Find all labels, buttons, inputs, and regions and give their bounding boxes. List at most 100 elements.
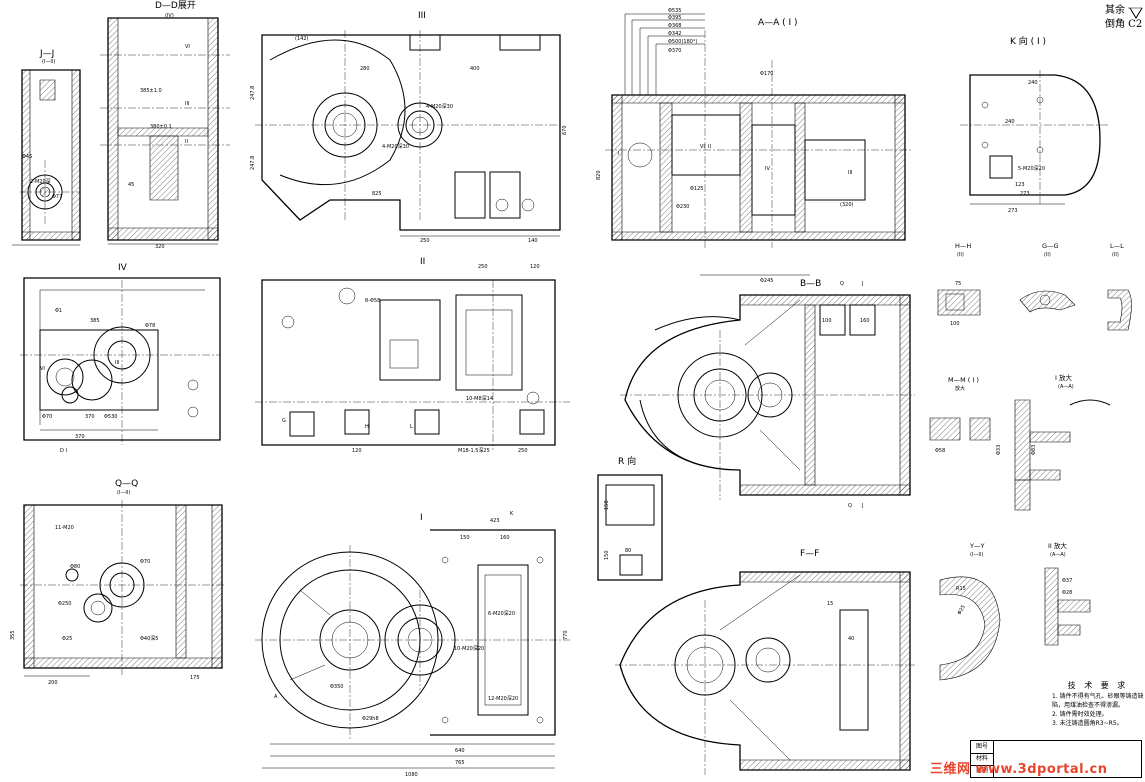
title-row: 比例 bbox=[971, 765, 994, 777]
svg-text:Φ37: Φ37 bbox=[1062, 578, 1072, 584]
svg-text:160: 160 bbox=[500, 535, 510, 541]
svg-text:III: III bbox=[185, 101, 189, 107]
svg-text:IV: IV bbox=[765, 166, 770, 172]
svg-text:160: 160 bbox=[860, 318, 870, 324]
view-title: A—A ( I ) bbox=[758, 18, 798, 28]
svg-text:(320): (320) bbox=[840, 202, 853, 208]
svg-text:Φ80: Φ80 bbox=[70, 564, 80, 570]
svg-text:825: 825 bbox=[372, 191, 382, 197]
svg-text:(II): (II) bbox=[1112, 252, 1119, 258]
svg-text:250: 250 bbox=[420, 238, 430, 244]
svg-text:Φ350: Φ350 bbox=[330, 684, 343, 690]
svg-text:Φ83: Φ83 bbox=[1031, 445, 1037, 455]
svg-text:L—L: L—L bbox=[1110, 242, 1124, 250]
svg-text:4-M20深30: 4-M20深30 bbox=[382, 143, 409, 150]
tech-title: 技 术 要 求 bbox=[1067, 681, 1129, 690]
svg-text:II: II bbox=[708, 144, 711, 150]
svg-text:A: A bbox=[274, 694, 278, 700]
svg-text:200: 200 bbox=[48, 680, 58, 686]
view-r: R 向 150 80 150 bbox=[597, 455, 663, 581]
tech-item: 1. 铸件不得有气孔、砂眼等铸造缺陷，用煤油检查不得渗漏。 bbox=[1052, 693, 1144, 709]
svg-text:80: 80 bbox=[625, 548, 631, 554]
svg-text:Φ125: Φ125 bbox=[690, 186, 703, 192]
view-ii: II 8-Φ58 250 120 10-M8深14 M18-1.5深25 120… bbox=[255, 257, 570, 454]
svg-text:385±1.0: 385±1.0 bbox=[140, 88, 162, 94]
svg-text:150: 150 bbox=[604, 500, 610, 510]
view-k: K 向 ( I ) 240 240 273 5-M20深20 123 273 bbox=[960, 35, 1110, 214]
watermark: 三维网 www.3dportal.cn bbox=[930, 762, 1108, 777]
svg-text:100: 100 bbox=[950, 321, 960, 327]
svg-text:放大: 放大 bbox=[955, 385, 965, 392]
svg-text:75: 75 bbox=[955, 281, 961, 287]
svg-text:Φ45: Φ45 bbox=[22, 154, 32, 160]
svg-text:(I—II): (I—II) bbox=[970, 552, 983, 558]
view-i-main: I 423 150 160 6-M20深20 10-M20深20 12-M20深… bbox=[255, 511, 570, 778]
svg-text:11-M20: 11-M20 bbox=[55, 525, 74, 531]
svg-text:4-M20深30: 4-M20深30 bbox=[426, 103, 453, 110]
svg-text:M—M ( I ): M—M ( I ) bbox=[948, 376, 979, 384]
svg-text:III: III bbox=[115, 360, 119, 366]
view-title: J—J bbox=[39, 49, 54, 59]
svg-text:123: 123 bbox=[1015, 182, 1025, 188]
svg-text:247.8: 247.8 bbox=[250, 156, 256, 170]
svg-text:Φ25: Φ25 bbox=[62, 636, 72, 642]
svg-text:6-M20深20: 6-M20深20 bbox=[488, 610, 515, 617]
svg-text:Q: Q bbox=[848, 503, 852, 509]
svg-text:VI: VI bbox=[700, 144, 705, 150]
technical-requirements: 技 术 要 求 1. 铸件不得有气孔、砂眼等铸造缺陷，用煤油检查不得渗漏。 2.… bbox=[1052, 681, 1144, 728]
svg-text:120: 120 bbox=[530, 264, 540, 270]
svg-text:Φ368: Φ368 bbox=[668, 23, 681, 29]
svg-text:640: 640 bbox=[455, 748, 465, 754]
svg-text:Y—Y: Y—Y bbox=[969, 542, 984, 550]
svg-text:Φ33: Φ33 bbox=[996, 445, 1002, 455]
view-title: D—D展开 bbox=[155, 0, 196, 11]
svg-text:355: 355 bbox=[10, 630, 16, 640]
svg-text:H: H bbox=[365, 424, 369, 430]
svg-text:Φ40深5: Φ40深5 bbox=[140, 635, 158, 642]
svg-text:J: J bbox=[861, 503, 863, 509]
svg-text:385: 385 bbox=[90, 318, 100, 324]
svg-text:Φ78: Φ78 bbox=[145, 323, 155, 329]
svg-text:L: L bbox=[410, 424, 413, 430]
svg-text:5-M20深20: 5-M20深20 bbox=[1018, 165, 1045, 172]
tech-item: 2. 铸件需时效处理。 bbox=[1052, 711, 1108, 718]
view-f-f: F—F 15 40 bbox=[615, 549, 915, 775]
sections-h-g-l: H—H (II) 75 100 G—G (II) L—L (II) bbox=[937, 242, 1132, 331]
svg-text:2-M20深: 2-M20深 bbox=[30, 178, 51, 185]
svg-text:Φ500(180°): Φ500(180°) bbox=[668, 39, 697, 45]
svg-text:Φ1: Φ1 bbox=[55, 308, 62, 314]
view-a-a: A—A ( I ) Φ535 Φ395 Φ368 Φ342 Φ500(180°)… bbox=[596, 8, 912, 284]
svg-text:(A—A): (A—A) bbox=[1058, 384, 1074, 390]
svg-text:Φ395: Φ395 bbox=[668, 15, 681, 21]
rest-roughness-note: 其余 bbox=[1105, 5, 1125, 16]
view-title: I bbox=[420, 513, 423, 523]
view-title: Q—Q bbox=[115, 479, 138, 489]
svg-text:250: 250 bbox=[518, 448, 528, 454]
svg-text:J: J bbox=[861, 281, 863, 287]
svg-text:12-M20深20: 12-M20深20 bbox=[488, 695, 518, 702]
tech-item: 3. 未注铸造圆角R3~R5。 bbox=[1052, 720, 1123, 727]
view-title: B—B bbox=[800, 279, 821, 289]
svg-text:VI: VI bbox=[40, 366, 45, 372]
svg-text:G: G bbox=[282, 418, 286, 424]
svg-text:H—H: H—H bbox=[955, 242, 971, 250]
svg-text:Φ170: Φ170 bbox=[760, 71, 773, 77]
svg-text:Φ28: Φ28 bbox=[1062, 590, 1072, 596]
svg-text:Φ535: Φ535 bbox=[668, 8, 681, 14]
svg-text:(A—A): (A—A) bbox=[1050, 552, 1066, 558]
view-title: III bbox=[418, 11, 426, 21]
svg-text:15: 15 bbox=[827, 601, 833, 607]
svg-text:100: 100 bbox=[822, 318, 832, 324]
view-iii: III (142) 280 400 247.8 247.8 670 825 4-… bbox=[250, 11, 568, 244]
title-row: 图号 bbox=[971, 741, 994, 754]
svg-text:Φ245: Φ245 bbox=[760, 278, 773, 284]
svg-text:(142): (142) bbox=[295, 36, 308, 42]
svg-text:Φ530: Φ530 bbox=[104, 414, 117, 420]
svg-text:765: 765 bbox=[455, 760, 465, 766]
svg-text:(II): (II) bbox=[1044, 252, 1051, 258]
title-row: 材料 bbox=[971, 753, 994, 766]
svg-text:I 放大: I 放大 bbox=[1055, 373, 1072, 382]
view-q-q: Q—Q (I—II) 11-M20 Φ80 Φ70 Φ250 Φ25 Φ40深5… bbox=[10, 479, 226, 686]
